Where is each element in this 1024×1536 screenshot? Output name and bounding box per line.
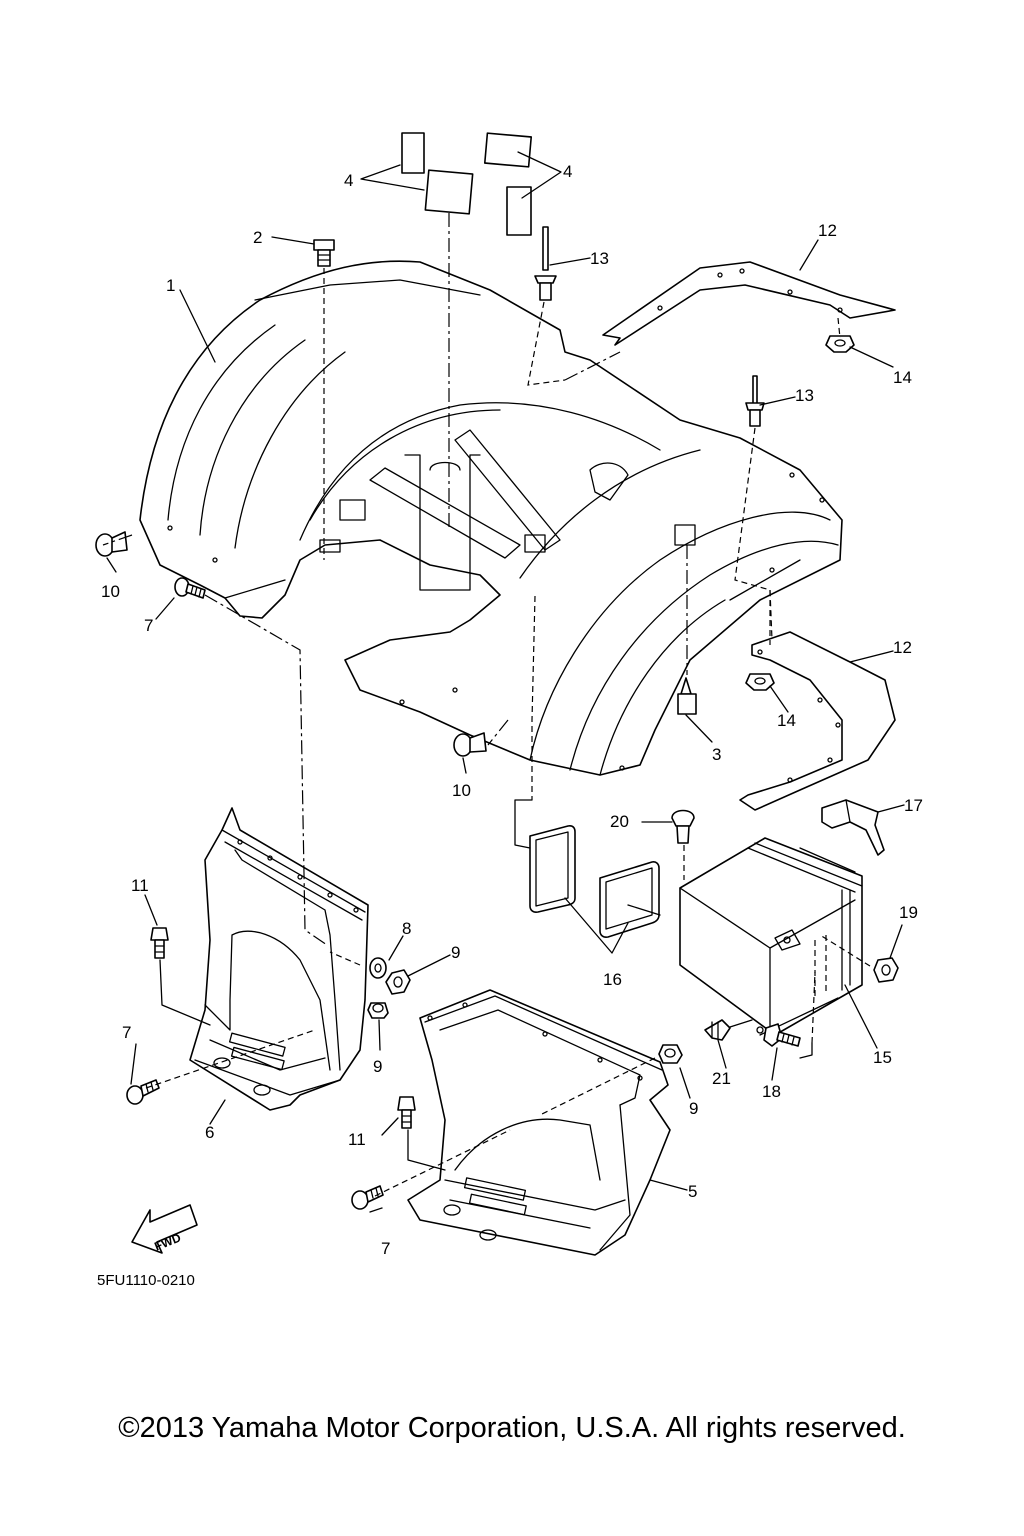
rivet-13-lower [745,375,765,427]
assembly-guide-lines [102,213,871,1197]
screw-7-left [126,1079,160,1105]
fwd-direction-arrow: FWD [131,1204,198,1254]
callout-13-lower: 13 [795,386,814,405]
washer-8 [369,957,387,979]
callout-5: 5 [688,1182,697,1201]
callout-1: 1 [166,276,175,295]
nut-14-lower [745,673,775,691]
bolt-18 [763,1023,801,1047]
callout-2: 2 [253,228,262,247]
callout-18: 18 [762,1082,781,1101]
callout-12-upper: 12 [818,221,837,240]
callout-4-right: 4 [563,162,572,181]
callout-15: 15 [873,1048,892,1067]
diagram-reference-code: 5FU1110-0210 [97,1272,195,1289]
screw-7-right [351,1185,384,1210]
rivet-13-upper [534,226,557,301]
callout-11-right: 11 [348,1130,366,1149]
clip-10-left [95,531,128,557]
clamp-21 [704,1019,731,1041]
callout-3: 3 [712,745,721,764]
callout-8: 8 [402,919,411,938]
callout-21: 21 [712,1069,731,1088]
callout-labels: 1 2 3 4 4 5 6 7 7 7 8 9 9 9 10 10 11 11 … [101,162,923,1258]
callout-7-right: 7 [381,1239,390,1258]
leader-lines [106,151,905,1213]
rear-fender [139,260,843,776]
mud-flap-12-upper [602,261,896,346]
pad-set-16 [529,825,660,938]
bolt-2 [313,239,335,267]
callout-7-upper: 7 [144,616,153,635]
callout-11-left: 11 [131,876,149,895]
nut-19 [873,957,899,983]
bolt-11-right [397,1096,416,1129]
clip-10-center [453,732,487,757]
callout-14-upper: 14 [893,368,912,387]
callout-9-b: 9 [373,1057,382,1076]
callout-16: 16 [603,970,622,989]
callout-14-lower: 14 [777,711,796,730]
copyright-notice: ©2013 Yamaha Motor Corporation, U.S.A. A… [118,1412,906,1444]
callout-4-left: 4 [344,171,353,190]
callout-20: 20 [610,812,629,831]
callout-9-a: 9 [451,943,460,962]
grommet-20 [671,809,695,844]
callout-9-c: 9 [689,1099,698,1118]
callout-10-center: 10 [452,781,471,800]
bolt-11-left [150,927,169,959]
callout-12-lower: 12 [893,638,912,657]
nut-9-b [367,1002,389,1019]
pad-set-4 [401,132,533,236]
footrest-panel-right [407,989,671,1256]
mud-flap-12-lower [739,631,896,811]
callout-6: 6 [205,1123,214,1142]
callout-13-upper: 13 [590,249,609,268]
footrest-panel-left [189,807,369,1111]
callout-10-left: 10 [101,582,120,601]
callout-17: 17 [904,796,923,815]
nut-9-a [385,969,411,995]
nut-9-c [658,1044,683,1064]
screw-7-upper [174,577,206,599]
tool-box-15 [679,837,863,1036]
bracket-17 [821,799,885,856]
nut-14-upper [825,335,855,353]
bolt-3 [677,677,697,715]
callout-19: 19 [899,903,918,922]
callout-7-left: 7 [122,1023,131,1042]
